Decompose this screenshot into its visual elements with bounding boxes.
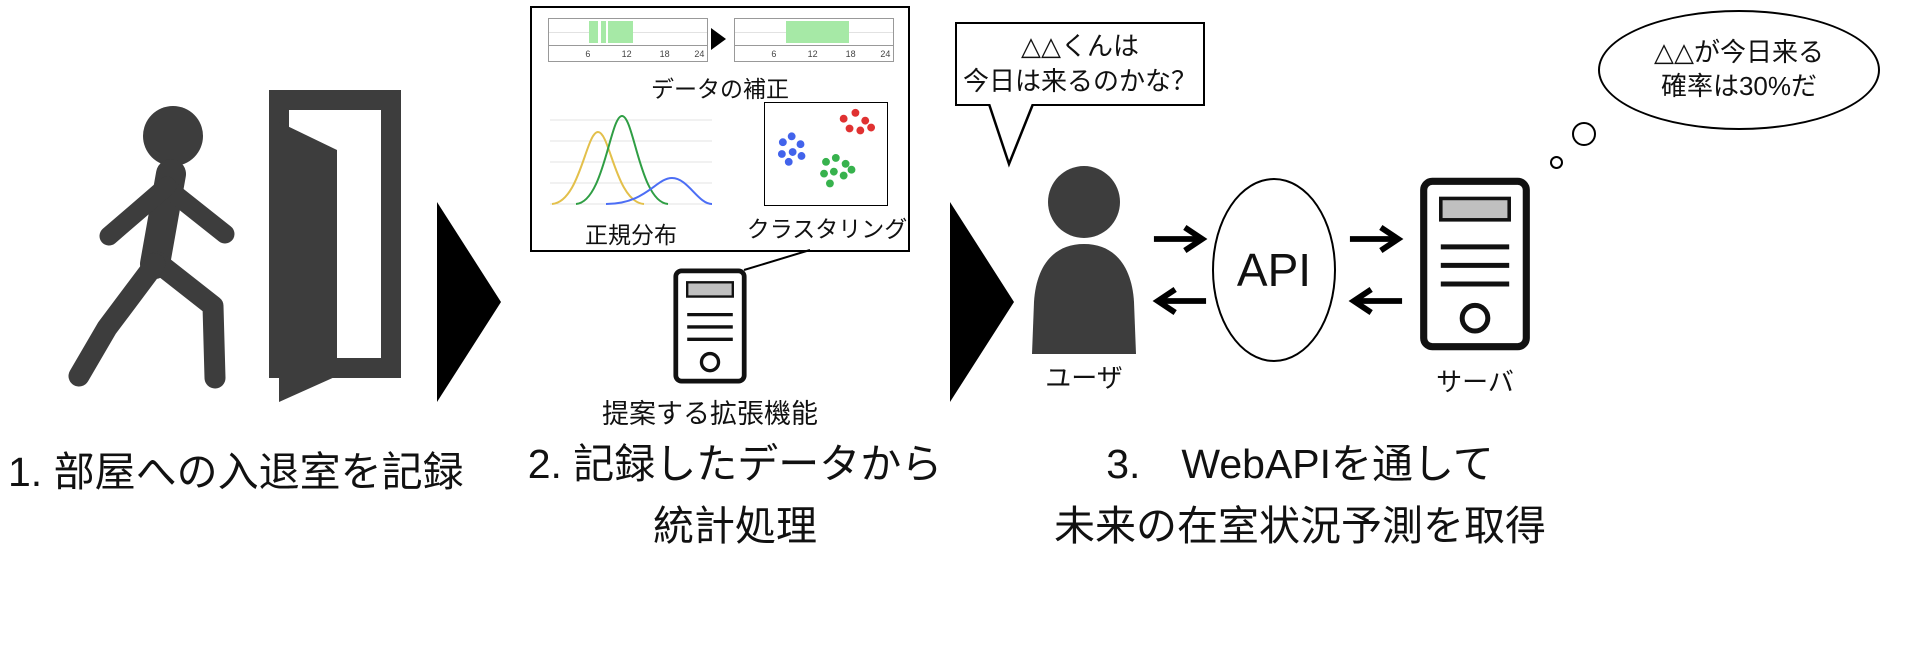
correction-arrow-icon: [711, 28, 726, 50]
data-correction-caption: データの補正: [651, 76, 789, 102]
axis-tick: 18: [659, 49, 670, 59]
thought-line2: 確率は30%だ: [1660, 71, 1818, 101]
step2-caption-line2: 統計処理: [653, 503, 817, 549]
axis-tick: 18: [845, 49, 856, 59]
blue-cluster: [777, 132, 806, 166]
normal-distribution-caption: 正規分布: [585, 222, 677, 248]
api-node: API: [1212, 178, 1336, 362]
arrow-server-to-api-icon: [1348, 287, 1403, 315]
user-icon: [1032, 166, 1136, 354]
arrow-api-to-server-icon: [1349, 225, 1404, 253]
timeline-band-area: [549, 19, 707, 46]
speech-line2: 今日は来るのかな？: [962, 66, 1197, 96]
flow-arrow-2-icon: [950, 202, 1014, 402]
speech-bubble-tail-icon: [987, 104, 1035, 168]
normal-distribution-chart: [550, 114, 713, 205]
statistics-panel: 6 12 18 24 6 12 18 24 データの補正: [530, 6, 910, 252]
timeline-chart-after: 6 12 18 24: [734, 18, 894, 62]
user-label: ユーザ: [1045, 363, 1123, 393]
thought-dot-large-icon: [1572, 122, 1596, 146]
axis-tick: 12: [621, 49, 632, 59]
timeline-band-area: [735, 19, 893, 46]
clustering-scatter-plot: [764, 102, 888, 206]
blue-curve: [605, 176, 713, 205]
step3-caption-line1: 3. WebAPIを通して: [1106, 441, 1494, 487]
prediction-server-icon: [1420, 177, 1530, 351]
red-cluster: [839, 108, 876, 135]
axis-tick: 6: [771, 49, 777, 59]
thought-bubble: △△が今日来る 確率は30%だ: [1598, 10, 1880, 130]
person-entering-door-icon: [68, 90, 401, 402]
axis-tick: 24: [694, 49, 705, 59]
api-label: API: [1236, 244, 1312, 296]
server-label: サーバ: [1436, 367, 1514, 397]
green-curve: [575, 114, 669, 205]
door-leaf-icon: [279, 122, 337, 402]
yellow-curve: [551, 130, 645, 205]
thought-line1: △△が今日来る: [1654, 37, 1824, 68]
speech-bubble: △△くんは 今日は来るのかな？: [955, 22, 1205, 106]
step1-caption: 1. 部屋への入退室を記録: [8, 449, 464, 495]
axis-tick: 6: [585, 49, 591, 59]
extension-caption: 提案する拡張機能: [602, 399, 818, 429]
panel-server-connector: [743, 249, 811, 271]
step2-caption-line1: 2. 記録したデータから: [527, 441, 943, 487]
thought-dot-small-icon: [1550, 156, 1563, 169]
axis-tick: 12: [807, 49, 818, 59]
walking-person-icon: [68, 106, 235, 389]
clustering-caption: クラスタリング: [746, 216, 908, 242]
arrow-api-to-user-icon: [1152, 287, 1207, 315]
flow-arrow-1-icon: [437, 202, 501, 402]
axis-tick: 24: [880, 49, 891, 59]
step3-caption-line2: 未来の在室状況予測を取得: [1054, 503, 1546, 549]
green-cluster: [820, 154, 856, 188]
processing-server-icon: [673, 268, 747, 384]
timeline-chart-before: 6 12 18 24: [548, 18, 708, 62]
arrow-user-to-api-icon: [1153, 225, 1208, 253]
speech-line1: △△くんは: [1021, 30, 1139, 61]
